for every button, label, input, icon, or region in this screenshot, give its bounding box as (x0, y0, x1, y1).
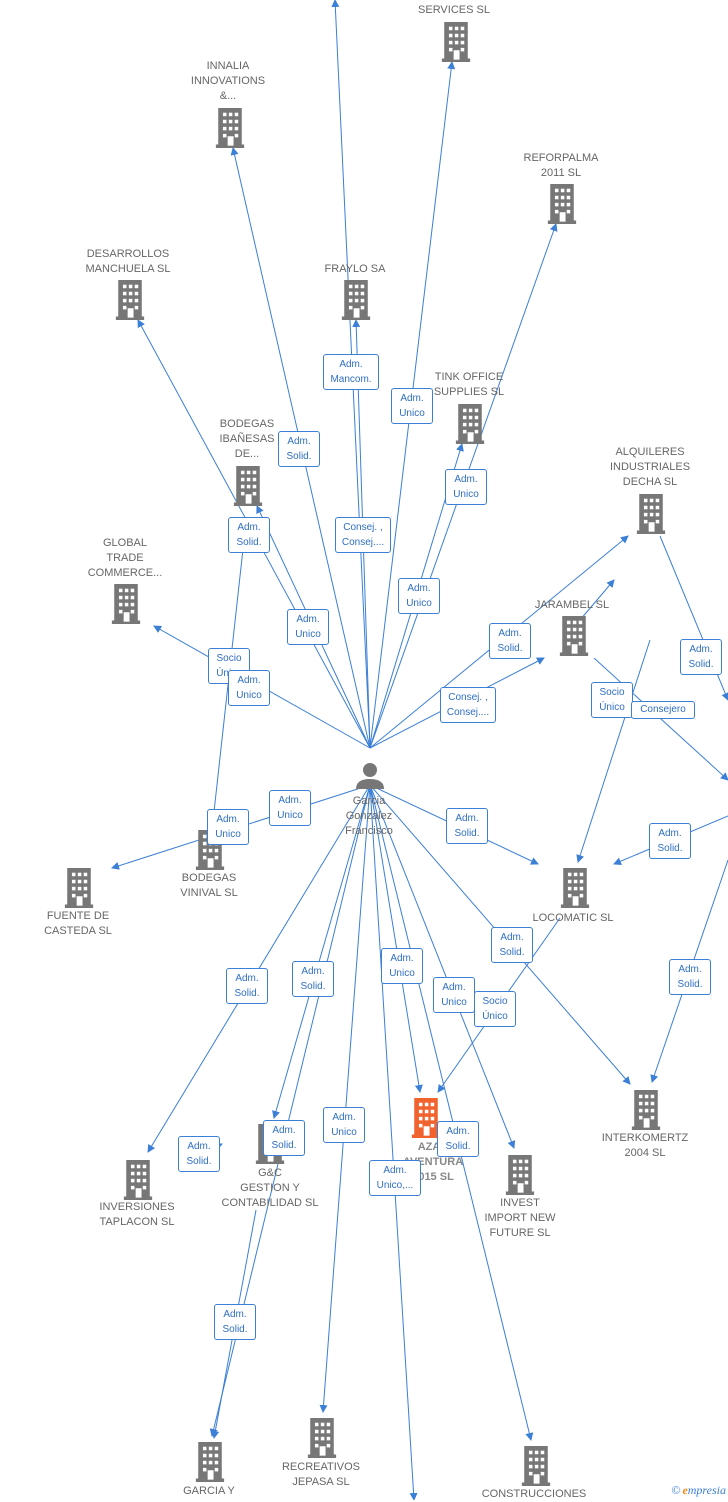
relation-edge (659, 535, 728, 701)
company-label-construcciones[interactable]: CONSTRUCCIONES (481, 1488, 587, 1500)
empresia-watermark: ©empresia (671, 1483, 726, 1497)
relation-edge (576, 639, 651, 863)
edge-role-label[interactable]: Adm. Unico (381, 948, 423, 984)
edge-role-label[interactable]: Adm. Solid. (226, 968, 268, 1004)
edge-role-label[interactable]: Adm. Solid. (489, 623, 531, 659)
company-label-tink[interactable]: TINK OFFICE SUPPLIES SL (433, 371, 505, 398)
company-building-icon[interactable] (195, 1442, 225, 1482)
edge-role-label[interactable]: Socio Único (474, 991, 516, 1027)
edge-role-label[interactable]: Adm. Solid. (278, 431, 320, 467)
company-building-icon[interactable] (215, 108, 245, 148)
company-label-services[interactable]: SERVICES SL (418, 4, 490, 16)
company-building-icon[interactable] (505, 1155, 535, 1195)
company-building-icon[interactable] (636, 494, 666, 534)
company-building-icon[interactable] (547, 184, 577, 224)
edge-role-label[interactable]: Adm. Unico (323, 1107, 365, 1143)
company-building-icon[interactable] (441, 22, 471, 62)
company-label-interkomertz[interactable]: INTERKOMERTZ 2004 SL (601, 1132, 689, 1159)
edge-role-label[interactable]: Adm. Solid. (214, 1304, 256, 1340)
edge-role-label[interactable]: Adm. Unico (207, 809, 249, 845)
edge-role-label[interactable]: Adm. Unico (398, 578, 440, 614)
company-label-garcia-y[interactable]: GARCIA Y (183, 1485, 235, 1497)
edge-role-label[interactable]: Adm. Solid. (228, 517, 270, 553)
company-building-icon[interactable] (341, 280, 371, 320)
edge-role-label[interactable]: Adm. Unico (445, 469, 487, 505)
company-label-fraylo[interactable]: FRAYLO SA (324, 263, 386, 275)
company-label-locomatic[interactable]: LOCOMATIC SL (532, 912, 614, 924)
edge-role-label[interactable]: Adm. Solid. (178, 1136, 220, 1172)
company-label-bodegas-vin[interactable]: BODEGAS VINIVAL SL (180, 872, 238, 899)
company-label-inversiones[interactable]: INVERSIONES TAPLACON SL (99, 1201, 175, 1228)
edge-role-label[interactable]: Adm. Solid. (446, 808, 488, 844)
company-building-icon[interactable] (411, 1098, 441, 1138)
edge-role-label[interactable]: Adm. Solid. (437, 1121, 479, 1157)
relation-edge (369, 784, 423, 1093)
relation-edge (369, 784, 418, 1500)
edge-role-label[interactable]: Socio Único (591, 682, 633, 718)
company-building-icon[interactable] (559, 616, 589, 656)
edge-role-label[interactable]: Consej. , Consej.... (440, 687, 496, 723)
company-label-global[interactable]: GLOBAL TRADE COMMERCE... (87, 537, 163, 579)
company-label-recreativos[interactable]: RECREATIVOS JEPASA SL (281, 1461, 361, 1488)
company-label-innalia[interactable]: INNALIA INNOVATIONS &... (190, 60, 266, 102)
relation-edge (593, 657, 728, 781)
edge-role-label[interactable]: Adm. Solid. (292, 961, 334, 997)
edge-role-label[interactable]: Adm. Unico (228, 670, 270, 706)
relation-edge (272, 784, 371, 1119)
company-label-invest[interactable]: INVEST IMPORT NEW FUTURE SL (484, 1197, 556, 1239)
edge-role-label[interactable]: Adm. Unico (287, 609, 329, 645)
center-person-label[interactable]: Garcia Gonzalez Francisco (345, 795, 393, 837)
edge-role-label[interactable]: Adm. Solid. (649, 823, 691, 859)
edge-role-label[interactable]: Adm. Solid. (669, 959, 711, 995)
edge-role-label[interactable]: Adm. Solid. (680, 639, 722, 675)
edge-role-label[interactable]: Adm. Solid. (491, 927, 533, 963)
company-label-bodegas-ib[interactable]: BODEGAS IBAÑESAS DE... (219, 418, 275, 460)
edge-role-label[interactable]: Consej. , Consej.... (335, 517, 391, 553)
relation-edge (319, 784, 371, 1413)
relation-edge (369, 784, 534, 1441)
company-label-jarambel[interactable]: JARAMBEL SL (534, 599, 610, 611)
company-label-desarrollos[interactable]: DESARROLLOS MANCHUELA SL (85, 248, 171, 275)
edge-role-label[interactable]: Adm. Unico,... (369, 1160, 421, 1196)
company-building-icon[interactable] (115, 280, 145, 320)
company-building-icon[interactable] (123, 1160, 153, 1200)
company-building-icon[interactable] (631, 1090, 661, 1130)
edge-role-label[interactable]: Adm. Solid. (263, 1120, 305, 1156)
company-label-alquileres[interactable]: ALQUILERES INDUSTRIALES DECHA SL (609, 446, 691, 488)
company-building-icon[interactable] (521, 1446, 551, 1486)
edge-role-label[interactable]: Adm. Unico (391, 388, 433, 424)
person-icon (356, 763, 384, 789)
company-building-icon[interactable] (64, 868, 94, 908)
company-label-fuente[interactable]: FUENTE DE CASTEDA SL (44, 910, 112, 937)
edge-role-label[interactable]: Adm. Unico (433, 977, 475, 1013)
company-label-gyc[interactable]: G&C GESTION Y CONTABILIDAD SL (221, 1167, 319, 1209)
edge-role-label[interactable]: Adm. Mancom. (323, 354, 379, 390)
company-building-icon[interactable] (455, 404, 485, 444)
company-building-icon[interactable] (560, 868, 590, 908)
company-label-reforpalma[interactable]: REFORPALMA 2011 SL (523, 152, 599, 179)
edge-role-label[interactable]: Adm. Unico (269, 790, 311, 826)
edge-role-label[interactable]: Consejero (631, 701, 695, 719)
company-building-icon[interactable] (233, 466, 263, 506)
company-building-icon[interactable] (307, 1418, 337, 1458)
relation-edge (369, 784, 516, 1149)
relation-edge (579, 579, 615, 621)
company-building-icon[interactable] (111, 584, 141, 624)
